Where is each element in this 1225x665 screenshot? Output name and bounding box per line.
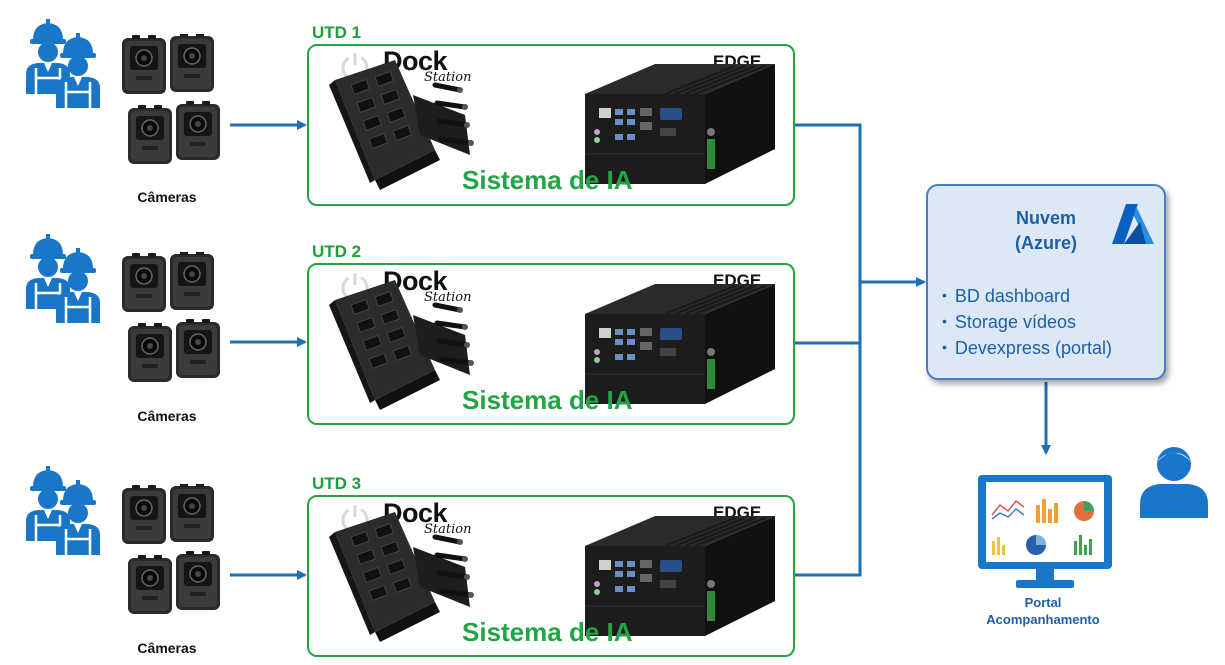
dock-subtitle: Station — [424, 70, 472, 85]
ai-system-label: Sistema de IA — [462, 165, 633, 195]
user-icon — [1140, 447, 1208, 518]
azure-logo-icon — [1112, 204, 1154, 244]
dock-station-image — [325, 275, 485, 415]
portal-label-line2: Acompanhamento — [986, 612, 1100, 627]
utd-bus-line — [795, 123, 862, 577]
workers-icon — [24, 17, 102, 110]
ai-system-label: Sistema de IA — [462, 385, 633, 415]
utd2-label: UTD 2 — [312, 242, 362, 261]
cloud-title-line1: Nuvem — [1015, 208, 1077, 228]
body-cameras-icon — [121, 252, 221, 383]
workers-icon — [24, 464, 102, 557]
workers-icon — [24, 232, 102, 325]
cameras-label: Câmeras — [137, 640, 197, 656]
cameras-label: Câmeras — [137, 189, 197, 205]
cloud-azure-box: Nuvem (Azure) •BD dashboard •Storage víd… — [926, 184, 1166, 380]
body-cameras-icon — [121, 484, 221, 615]
portal-label-line1: Portal — [1024, 595, 1062, 610]
cloud-item: •Storage vídeos — [942, 312, 1076, 332]
dock-subtitle: Station — [424, 522, 472, 537]
ai-system-label: Sistema de IA — [462, 617, 633, 647]
dock-station-image — [325, 55, 485, 195]
body-cameras-icon — [121, 34, 221, 165]
monitor-dashboard-icon — [978, 475, 1112, 588]
utd3-label: UTD 3 — [312, 474, 362, 493]
cameras-label: Câmeras — [137, 408, 197, 424]
cloud-title-line2: (Azure) — [1015, 233, 1077, 253]
dock-subtitle: Station — [424, 290, 472, 305]
cloud-item: •BD dashboard — [942, 286, 1070, 306]
cloud-item: •Devexpress (portal) — [942, 338, 1112, 358]
utd1-label: UTD 1 — [312, 23, 362, 42]
dock-station-image — [325, 507, 485, 647]
